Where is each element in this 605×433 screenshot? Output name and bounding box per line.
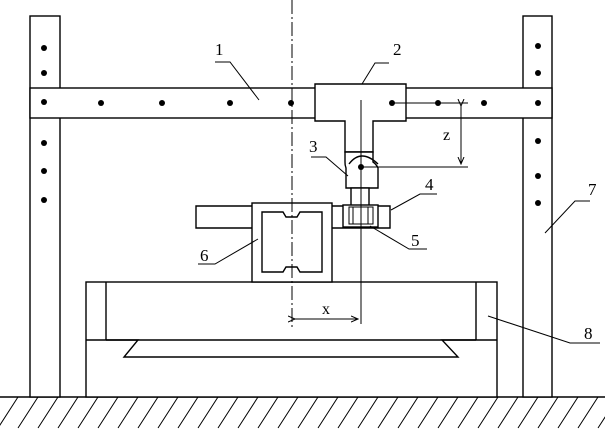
leader-8: 8 (487, 315, 600, 344)
hatch-stroke (97, 396, 119, 429)
right-column (522, 15, 553, 398)
ground (0, 396, 605, 429)
part-label-1: 1 (215, 40, 224, 59)
leader-6: 6 (198, 238, 259, 265)
hatch-stroke (317, 396, 339, 429)
hatch-stroke (57, 396, 79, 429)
leader-7: 7 (544, 180, 597, 234)
hatch-stroke (177, 396, 199, 429)
hatch-stroke (457, 396, 479, 429)
part-label-8: 8 (584, 324, 593, 343)
part-label-4: 4 (425, 175, 434, 194)
hatch-stroke (217, 396, 239, 429)
part-label-3: 3 (309, 137, 318, 156)
hatch-stroke (517, 396, 539, 429)
hatch-stroke (597, 416, 605, 429)
leader-3: 3 (309, 137, 349, 177)
part-label-7: 7 (588, 180, 597, 199)
dimension-z-label: z (443, 127, 450, 144)
hatch-stroke (577, 396, 599, 429)
hatch-stroke (377, 396, 399, 429)
leader-4: 4 (390, 175, 437, 211)
hatch-stroke (337, 396, 359, 429)
dimension-z: z (361, 103, 468, 168)
leader-2: 2 (361, 40, 402, 85)
hatch-stroke (77, 396, 99, 429)
hatch-stroke (417, 396, 439, 429)
ground-hatching (0, 396, 605, 429)
hatch-stroke (537, 396, 559, 429)
hatch-stroke (0, 396, 19, 426)
hatch-stroke (397, 396, 419, 429)
hatch-stroke (137, 396, 159, 429)
dimension-x-label: x (322, 301, 330, 318)
part-label-5: 5 (411, 231, 420, 250)
crossbeam (29, 87, 553, 119)
part-label-6: 6 (200, 246, 209, 265)
hatch-stroke (117, 396, 139, 429)
hatch-stroke (357, 396, 379, 429)
hatch-stroke (297, 396, 319, 429)
hatch-stroke (257, 396, 279, 429)
hatch-stroke (277, 396, 299, 429)
hatch-stroke (237, 396, 259, 429)
dimension-x: x (295, 301, 358, 319)
hatch-stroke (17, 396, 39, 429)
part-label-2: 2 (393, 40, 402, 59)
hatch-stroke (477, 396, 499, 429)
hatch-stroke (497, 396, 519, 429)
hatch-stroke (37, 396, 59, 429)
hatch-stroke (197, 396, 219, 429)
leader-5: 5 (369, 225, 427, 250)
leader-1: 1 (215, 40, 260, 101)
hatch-stroke (557, 396, 579, 429)
hatch-stroke (157, 396, 179, 429)
left-column (29, 15, 61, 398)
hatch-stroke (437, 396, 459, 429)
